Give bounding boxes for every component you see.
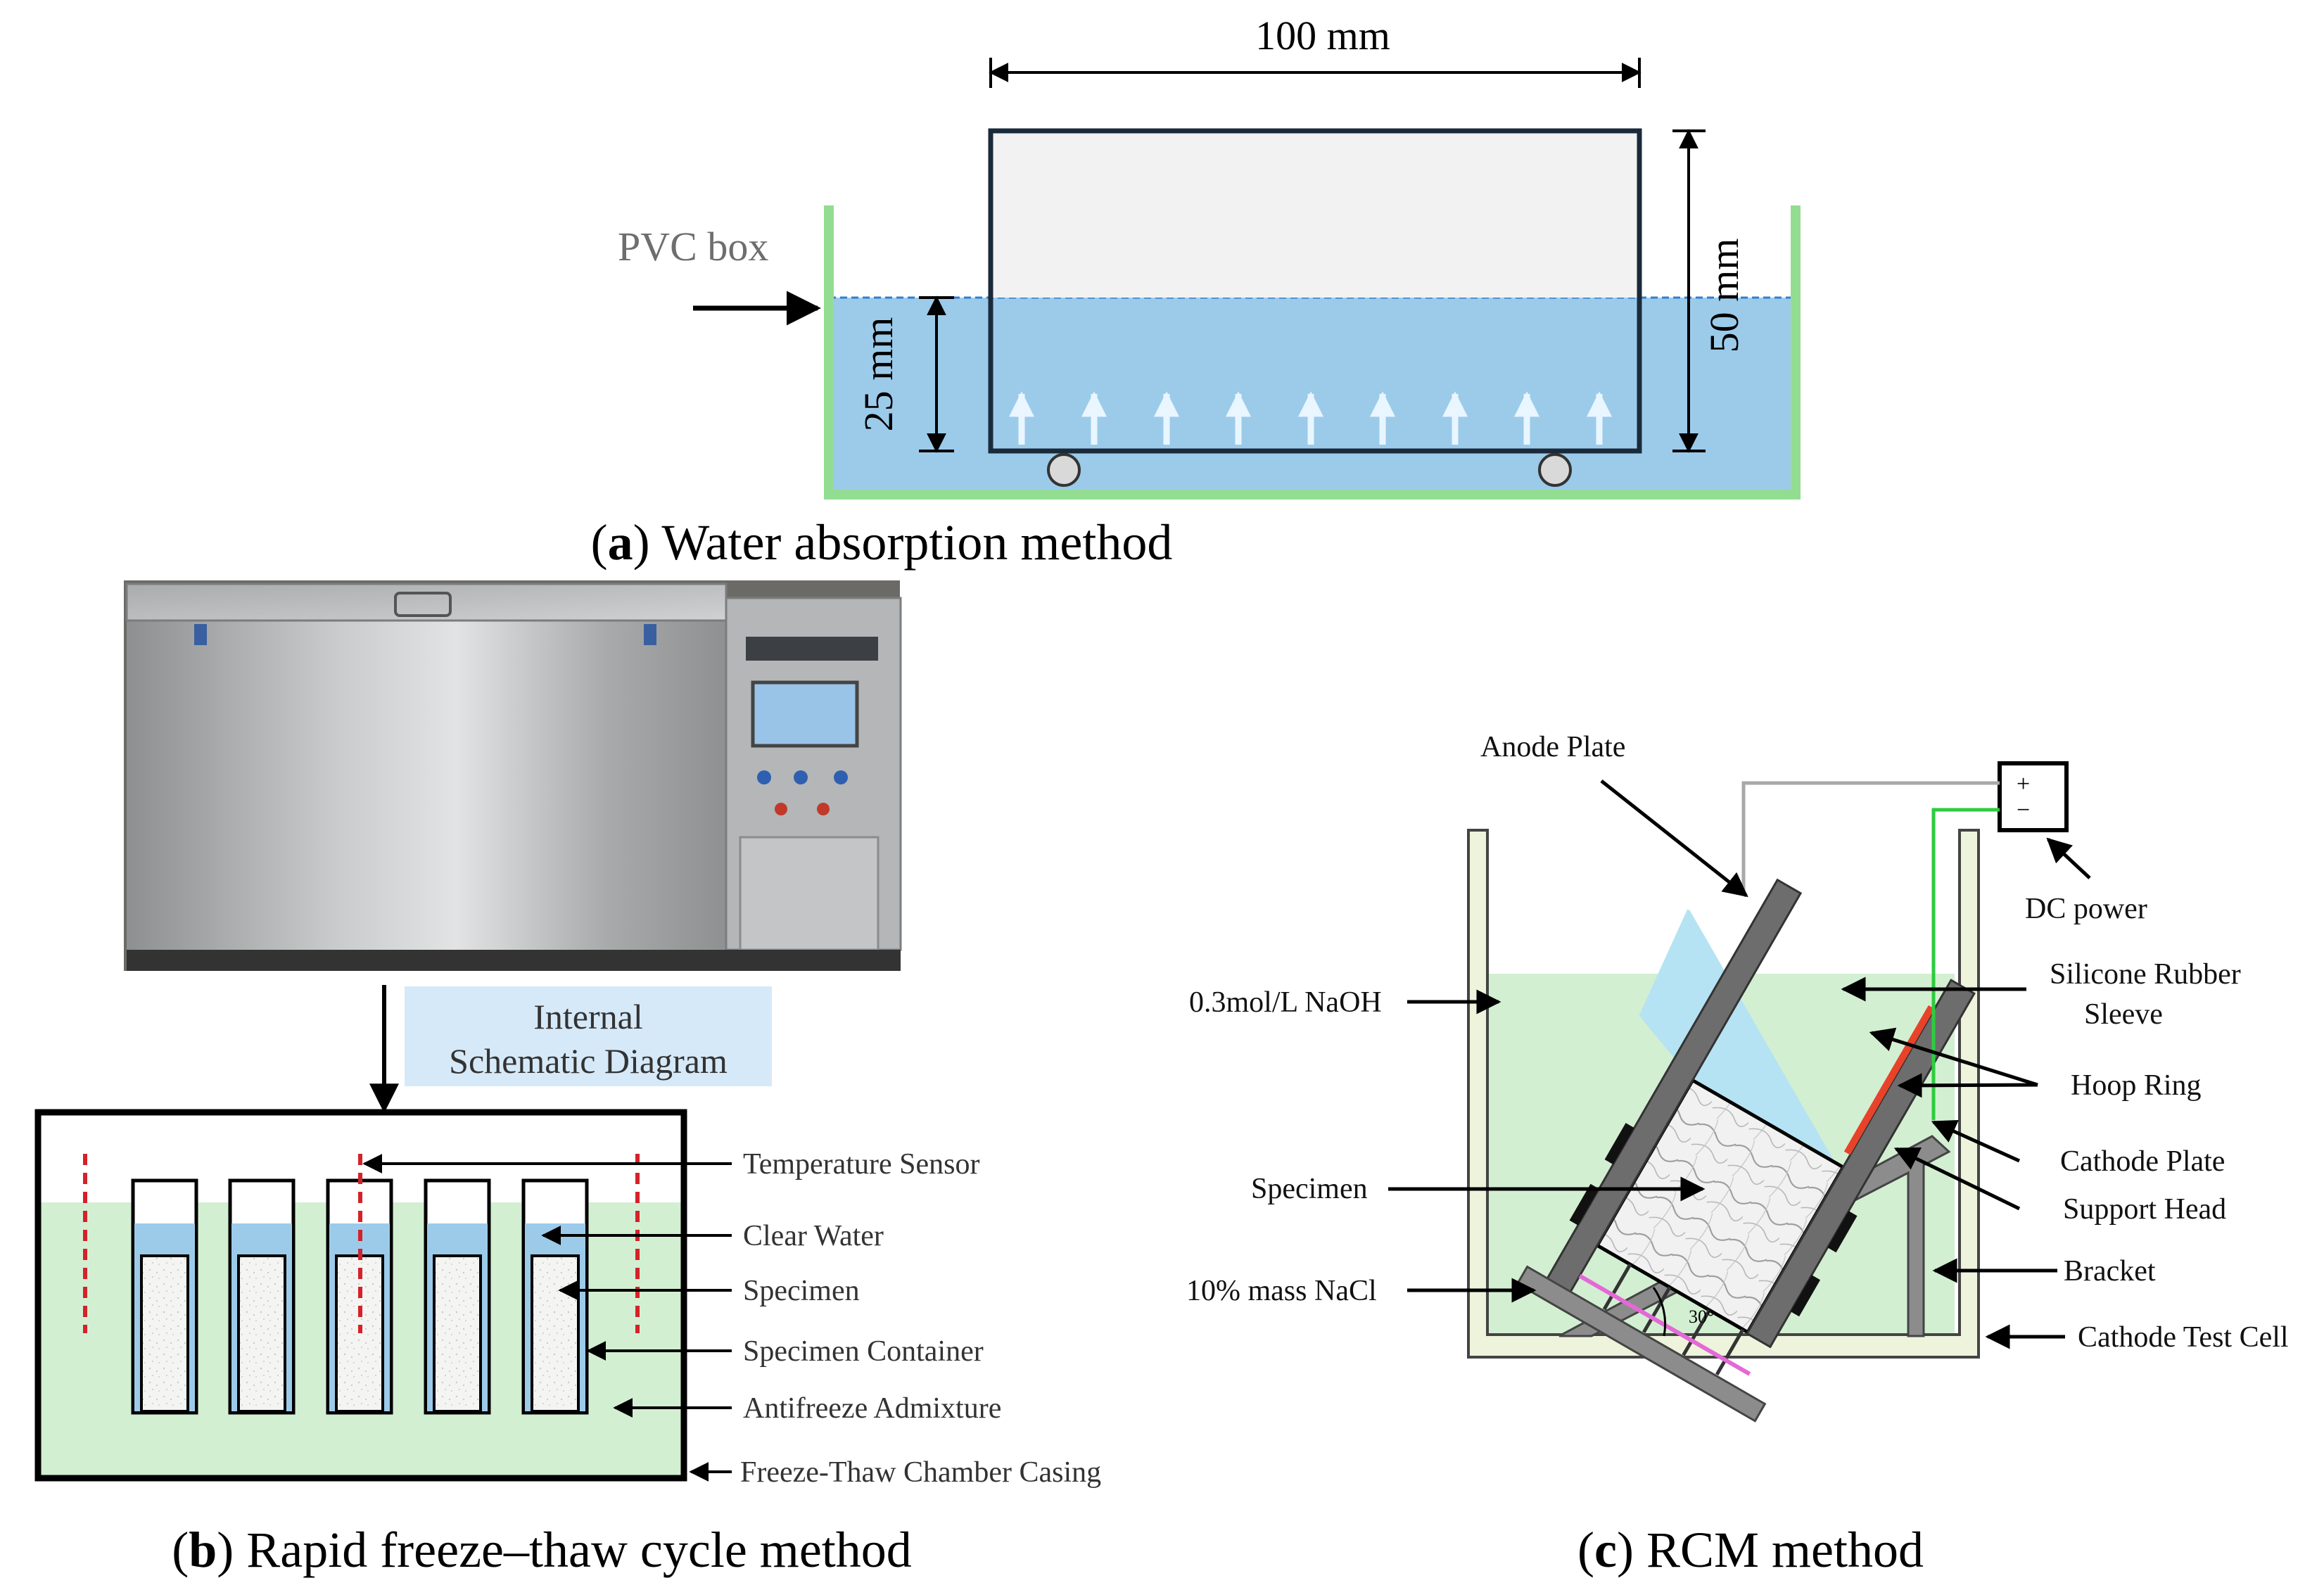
label-cathode-test-cell: Cathode Test Cell bbox=[2078, 1321, 2289, 1354]
rcm-pointers bbox=[1388, 780, 2091, 1349]
pvc-box-label: PVC box bbox=[618, 224, 768, 269]
label-silicone-sleeve-2: Sleeve bbox=[2084, 998, 2163, 1031]
label-hoop-ring: Hoop Ring bbox=[2071, 1069, 2202, 1102]
hoop-ring-2 bbox=[1790, 1275, 1821, 1317]
label-dc-power: DC power bbox=[2025, 893, 2147, 925]
schematic-labels: Temperature Sensor Clear Water Specimen … bbox=[740, 1148, 1101, 1489]
angle-label: 30° bbox=[1689, 1306, 1714, 1327]
label-bracket: Bracket bbox=[2064, 1255, 2156, 1287]
width-label: 100 mm bbox=[1255, 13, 1390, 58]
panel-c: 30° + − Anode Plate DC power 0.3mol/L Na… bbox=[1186, 731, 2289, 1578]
caption-a: (a) Water absorption method bbox=[591, 514, 1173, 571]
callout-line-2: Schematic Diagram bbox=[449, 1041, 728, 1081]
specimen-containers bbox=[131, 1178, 589, 1415]
caption-c: (c) RCM method bbox=[1577, 1522, 1924, 1578]
label-support-head: Support Head bbox=[2063, 1193, 2226, 1226]
angle-arc bbox=[1652, 1287, 1667, 1337]
label-specimen-container: Specimen Container bbox=[743, 1335, 984, 1368]
chamber-photo bbox=[124, 580, 902, 971]
label-naoh: 0.3mol/L NaOH bbox=[1189, 986, 1382, 1019]
schematic-pointers bbox=[362, 1154, 732, 1482]
hoop-ring-4 bbox=[1569, 1183, 1599, 1226]
wire-positive bbox=[1741, 781, 2000, 890]
hoop-ring-3 bbox=[1604, 1123, 1634, 1165]
label-chamber-casing: Freeze-Thaw Chamber Casing bbox=[740, 1456, 1101, 1489]
temperature-sensors bbox=[83, 1154, 640, 1333]
label-nacl: 10% mass NaCl bbox=[1186, 1275, 1377, 1307]
naoh-solution bbox=[1639, 909, 1836, 1163]
dc-power-box bbox=[1998, 761, 2069, 832]
label-clear-water: Clear Water bbox=[743, 1220, 884, 1252]
callout-line-1: Internal bbox=[533, 997, 642, 1036]
label-rcm-specimen: Specimen bbox=[1251, 1173, 1368, 1205]
label-temperature-sensor: Temperature Sensor bbox=[743, 1148, 979, 1181]
support-roller-left bbox=[1047, 453, 1081, 487]
pvc-box bbox=[824, 205, 1801, 500]
support-heads bbox=[1602, 1263, 1745, 1376]
wire-negative bbox=[1931, 808, 2000, 1120]
label-silicone-sleeve-1: Silicone Rubber bbox=[2050, 958, 2241, 991]
dc-plus: + bbox=[2017, 771, 2030, 797]
label-specimen: Specimen bbox=[743, 1275, 860, 1307]
hoop-ring-1 bbox=[1827, 1211, 1858, 1253]
panel-a: 100 mm 50 mm 25 mm PVC box (a) Water abs… bbox=[591, 13, 1801, 571]
anode-plate bbox=[1843, 1005, 1935, 1155]
support-roller-right bbox=[1538, 453, 1572, 487]
panel-b: Internal Schematic Diagram bbox=[34, 580, 1101, 1578]
label-anode-plate: Anode Plate bbox=[1480, 731, 1625, 763]
sleeve-right-wall bbox=[1745, 979, 1976, 1349]
chamber-casing bbox=[34, 1109, 687, 1482]
specimen-outline bbox=[988, 128, 1642, 454]
absorption-arrows bbox=[1009, 391, 1612, 445]
bracket-top bbox=[1516, 1265, 1767, 1423]
height-label: 50 mm bbox=[1701, 238, 1747, 353]
schematic-callout bbox=[405, 986, 772, 1086]
specimen-dry-part bbox=[991, 131, 1639, 298]
caption-b: (b) Rapid freeze–thaw cycle method bbox=[172, 1522, 912, 1578]
label-cathode-plate: Cathode Plate bbox=[2060, 1145, 2225, 1178]
label-antifreeze-admixture: Antifreeze Admixture bbox=[743, 1392, 1001, 1425]
dc-minus: − bbox=[2017, 797, 2030, 823]
depth-label: 25 mm bbox=[856, 317, 901, 432]
